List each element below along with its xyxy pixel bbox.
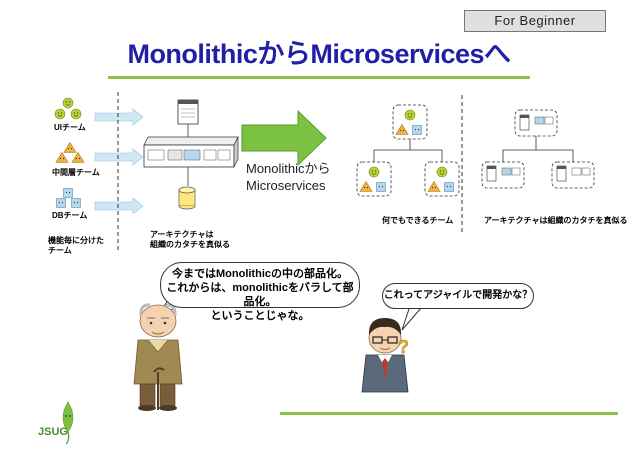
- young-man-illustration: [361, 318, 409, 393]
- elderly-man-illustration: [133, 303, 183, 411]
- ui-flow-arrow: [94, 108, 144, 126]
- transition-label: Monolithicから Microservices: [246, 161, 331, 193]
- page-title: MonolithicからMicroservicesへ: [127, 39, 511, 69]
- ui-team-group: [54, 97, 82, 120]
- middle-team-group: [55, 142, 85, 163]
- service-box-top: [514, 109, 558, 137]
- ui-member-icon: [54, 108, 66, 120]
- db-member-icon: [71, 198, 81, 208]
- for-beginner-badge: For Beginner: [464, 10, 606, 32]
- transition-arrow: [241, 109, 327, 167]
- cross-functional-team-caption: 何でもできるチーム: [382, 216, 454, 225]
- microservice-team-left: [356, 161, 392, 197]
- db-flow-arrow: [94, 197, 144, 215]
- jsug-logo-text: JSUG: [38, 426, 68, 438]
- left-architecture-caption: アーキテクチャは 組織のカタチを真似る: [150, 230, 230, 249]
- title-underline: [108, 76, 530, 79]
- middle-flow-arrow: [94, 148, 144, 166]
- microservice-team-right: [424, 161, 460, 197]
- service-box-left: [481, 161, 525, 189]
- monolith-database-icon: [178, 186, 196, 210]
- middle-member-icon: [63, 142, 77, 153]
- service-box-right: [551, 161, 595, 189]
- db-member-icon: [56, 198, 66, 208]
- monolith-ui-window: [177, 99, 199, 125]
- monolith-app-block: [143, 136, 239, 168]
- jsug-leaf-logo: [62, 401, 74, 445]
- ui-member-icon: [62, 97, 74, 109]
- db-team-group: [56, 188, 81, 208]
- young-speech-bubble: これってアジャイルで開発かな？: [382, 283, 534, 309]
- team-connectors: [373, 139, 443, 162]
- db-member-icon: [63, 188, 73, 198]
- elder-speech-bubble: 今まではMonolithicの中の部品化。 これからは、monolithicをバ…: [160, 262, 360, 322]
- right-architecture-caption: アーキテクチャは組織のカタチを真似る: [484, 216, 628, 225]
- footer-line: [280, 412, 618, 415]
- question-mark-icon: ?: [398, 337, 409, 357]
- middle-member-icon: [71, 152, 85, 163]
- db-team-label: DBチーム: [52, 211, 88, 220]
- ui-member-icon: [70, 108, 82, 120]
- service-connectors: [502, 136, 574, 162]
- functional-team-caption: 機能毎に分けた チーム: [48, 236, 104, 255]
- middle-member-icon: [55, 152, 69, 163]
- ui-team-label: UIチーム: [54, 123, 86, 132]
- middle-team-label: 中間層チーム: [52, 168, 100, 177]
- microservice-team-top: [392, 104, 428, 140]
